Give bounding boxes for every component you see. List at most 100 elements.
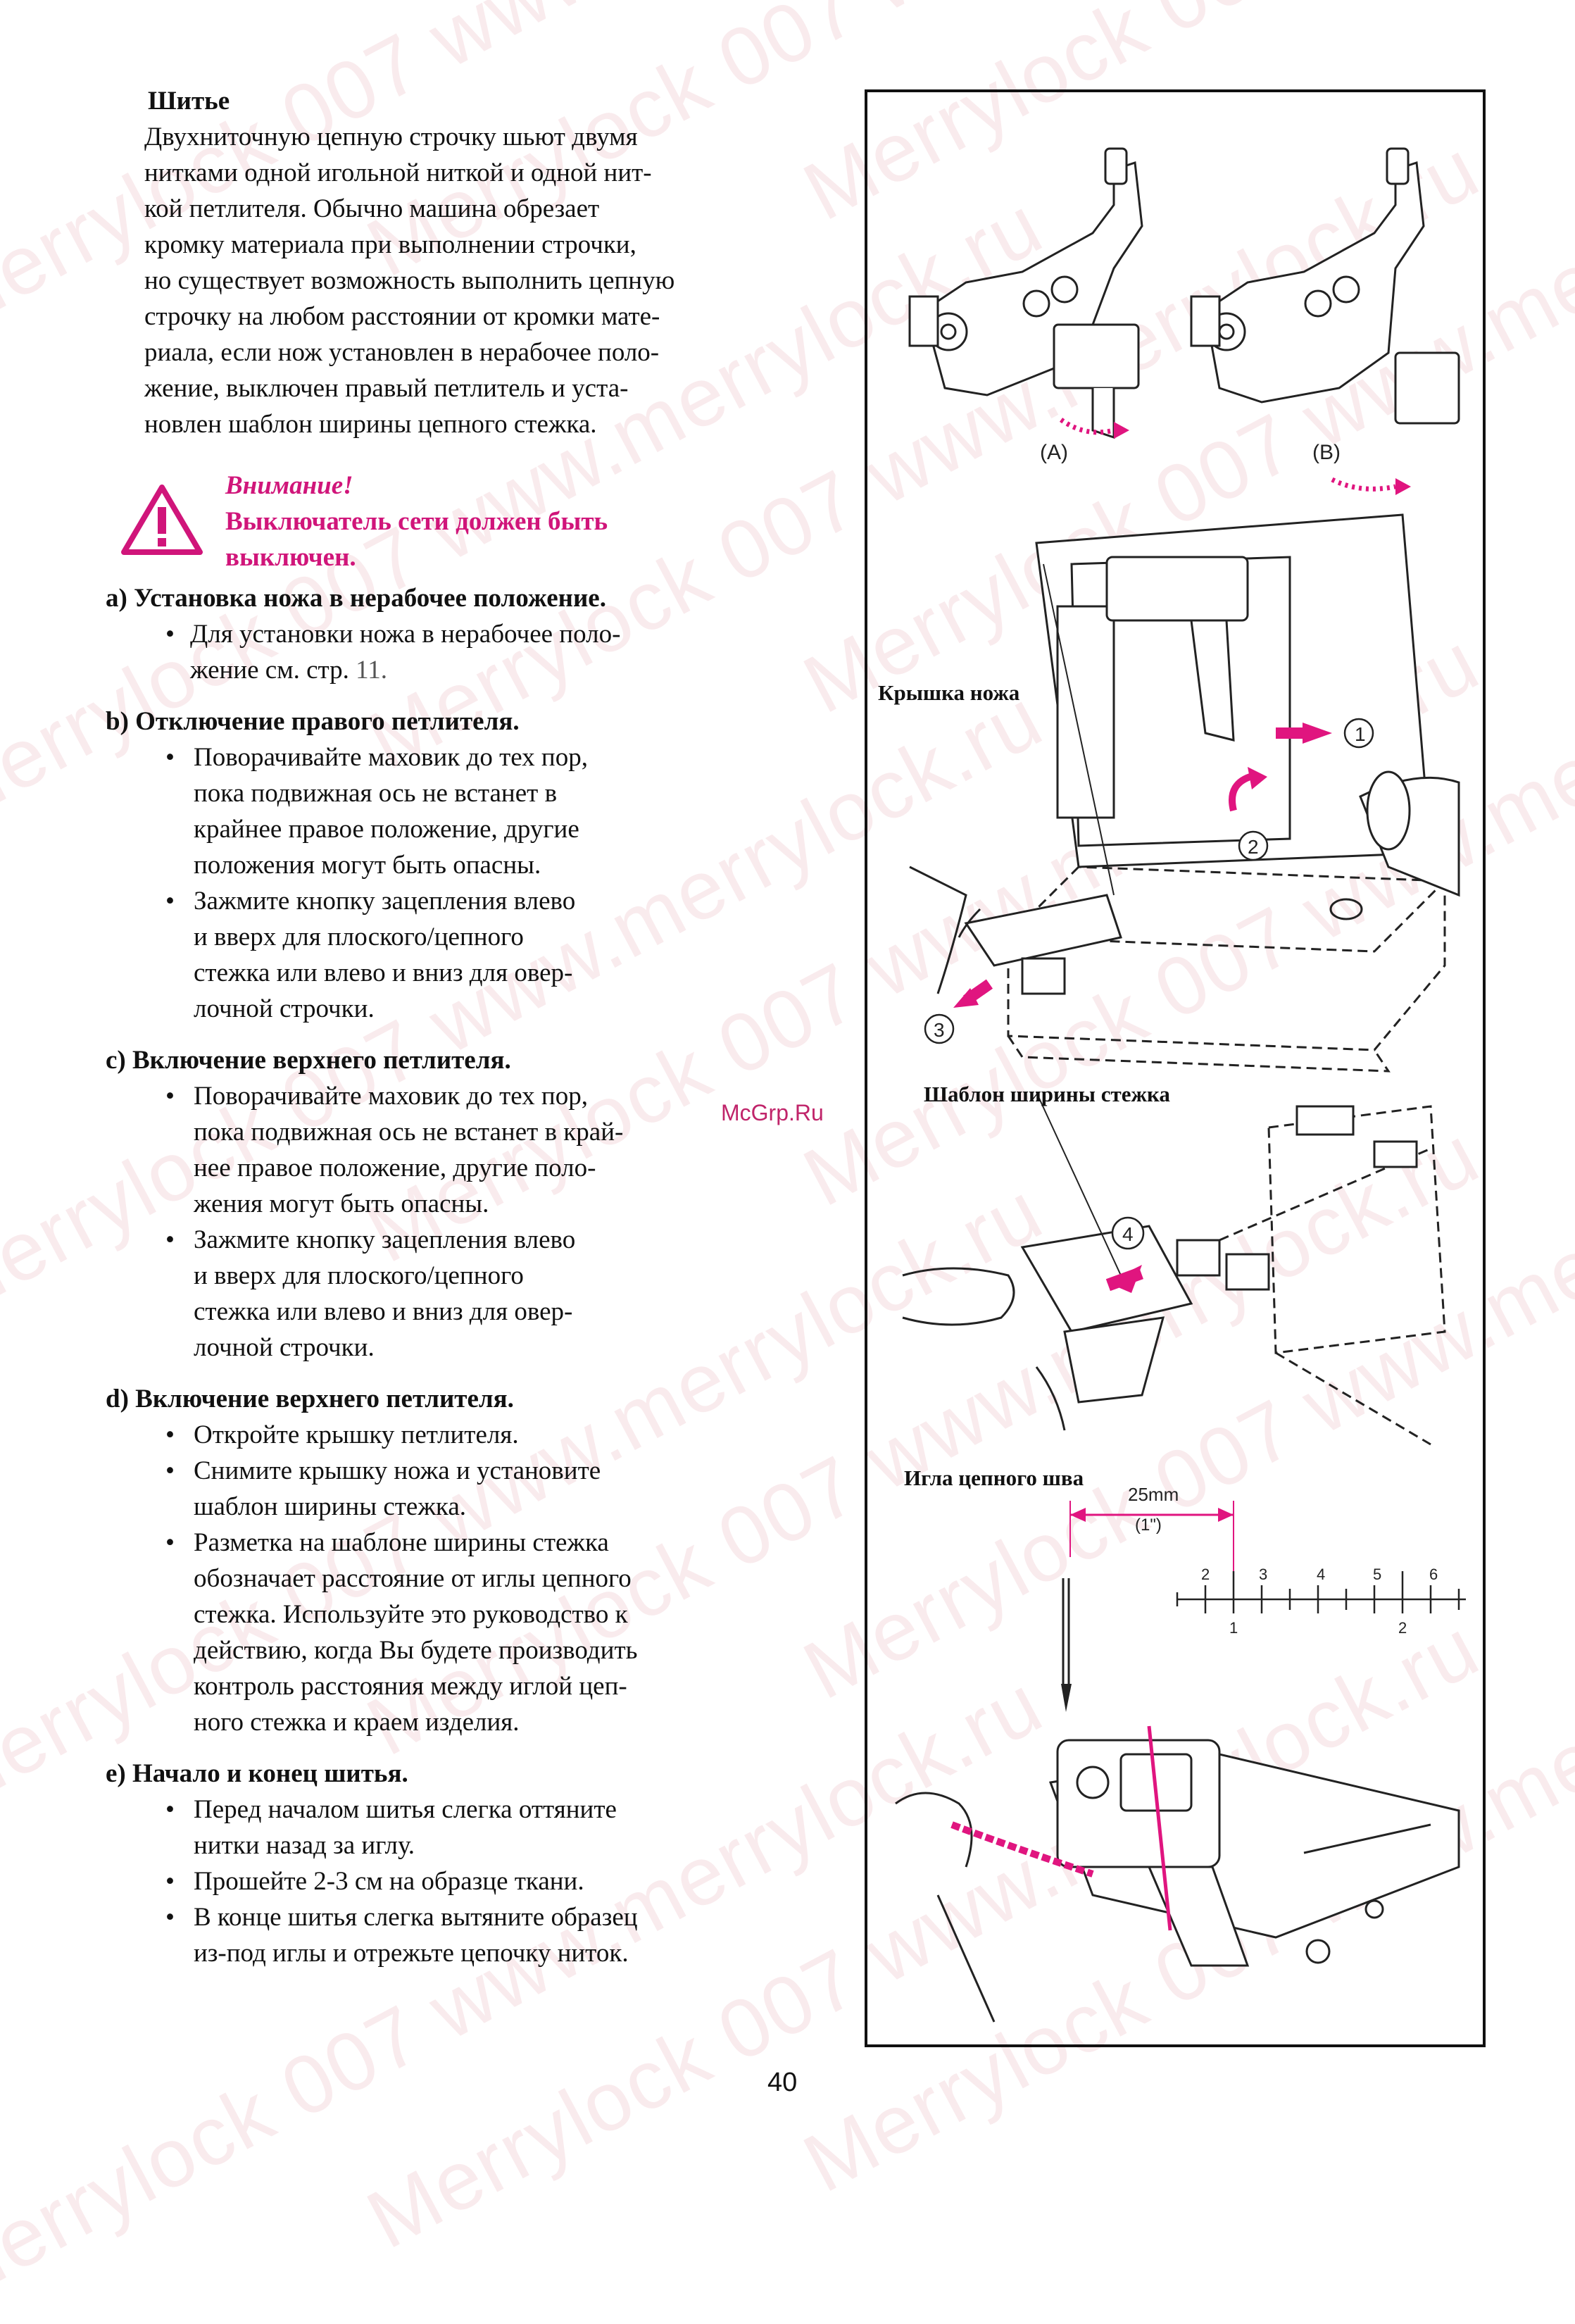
- warning-title: Внимание!: [225, 471, 353, 500]
- item-line: стежка или влево и вниз для овер-: [194, 1297, 573, 1326]
- warning-triangle-icon: [121, 485, 203, 555]
- item-line: шаблон ширины стежка.: [194, 1492, 467, 1521]
- list-item: Снимите крышку ножа и установите шаблон …: [106, 1453, 817, 1525]
- intro-line: риала, если нож установлен в нерабочее п…: [144, 338, 660, 367]
- item-line: Зажмите кнопку зацепления влево: [194, 1225, 576, 1254]
- item-line: пока подвижная ось не встанет в: [194, 779, 558, 808]
- item-line: Для установки ножа в нерабочее поло-: [190, 620, 621, 649]
- item-line: нитки назад за иглу.: [194, 1831, 415, 1860]
- template-caption: Шаблон ширины стежка: [924, 1082, 1170, 1106]
- looper-a-drawing: [908, 147, 1143, 439]
- item-line: лочной строчки.: [194, 1333, 375, 1362]
- list-item: Прошейте 2-3 см на образце ткани.: [106, 1863, 817, 1899]
- knife-cover-caption: Крышка ножа: [878, 680, 1020, 705]
- section-d: d) Включение верхнего петлителя. Откройт…: [106, 1381, 817, 1740]
- section-c: c) Включение верхнего петлителя. Поворач…: [106, 1042, 817, 1366]
- figure-label-a: (A): [1040, 441, 1068, 464]
- item-line: и вверх для плоского/цепного: [194, 923, 524, 951]
- intro-line: нитками одной игольной ниткой и одной ни…: [144, 158, 652, 187]
- item-line: Зажмите кнопку зацепления влево: [194, 887, 576, 916]
- list-item: Для установки ножа в нерабочее поло- жен…: [106, 616, 817, 688]
- template-figure: 4: [902, 1092, 1446, 1446]
- ruler-top-label: 6: [1429, 1566, 1438, 1583]
- item-line: пока подвижная ось не встанет в край-: [194, 1118, 624, 1147]
- needle-caption: Игла цепного шва: [904, 1466, 1084, 1490]
- step-number: 2: [1248, 836, 1259, 858]
- item-line: Разметка на шаблоне ширины стежка: [194, 1528, 609, 1557]
- text-column: Шитье Двухниточную цепную строчку шьют д…: [106, 83, 817, 1971]
- ruler-top-label: 2: [1201, 1566, 1210, 1583]
- item-line: крайнее правое положение, другие: [194, 815, 579, 844]
- item-line: обозначает расстояние от иглы цепного: [194, 1564, 632, 1593]
- intro-title: Шитье: [148, 87, 230, 115]
- needle-figure: 25mm (1") 2 3 4 5 6 1 2: [895, 1484, 1466, 2023]
- section-e: e) Начало и конец шитья. Перед началом ш…: [106, 1756, 817, 1971]
- ruler-top-label: 3: [1259, 1566, 1267, 1583]
- item-line: Прошейте 2-3 см на образце ткани.: [194, 1867, 584, 1896]
- section-heading: a) Установка ножа в нерабочее положение.: [106, 584, 606, 613]
- item-text: жение см. стр.: [190, 656, 349, 685]
- item-line: Поворачивайте маховик до тех пор,: [194, 1082, 588, 1111]
- dimension-mm: 25mm: [1128, 1484, 1179, 1505]
- intro-line: жение, выключен правый петлитель и уста-: [144, 374, 629, 403]
- warning-box: Внимание! Выключатель сети должен быть в…: [120, 468, 817, 573]
- step-number: 3: [934, 1019, 945, 1041]
- page-ref: 11.: [356, 656, 388, 685]
- section-a: a) Установка ножа в нерабочее положение.…: [106, 580, 817, 688]
- ruler-bottom-label: 2: [1398, 1619, 1407, 1637]
- item-line: стежка. Используйте это руководство к: [194, 1600, 628, 1629]
- intro-line: кой петлителя. Обычно машина обрезает: [144, 194, 600, 223]
- item-line: Снимите крышку ножа и установите: [194, 1456, 601, 1485]
- item-line: Поворачивайте маховик до тех пор,: [194, 743, 588, 772]
- intro-line: новлен шаблон ширины цепного стежка.: [144, 410, 597, 439]
- item-line: стежка или влево и вниз для овер-: [194, 958, 573, 987]
- list-item: Разметка на шаблоне ширины стежка обозна…: [106, 1525, 817, 1740]
- item-line: лочной строчки.: [194, 994, 375, 1023]
- item-line: положения могут быть опасны.: [194, 851, 541, 880]
- knife-cover-figure: 1 2 3: [909, 513, 1460, 1073]
- mcgrp-label: McGrp.Ru: [721, 1100, 824, 1125]
- item-line: Откройте крышку петлителя.: [194, 1420, 519, 1449]
- figure-label-b: (B): [1312, 441, 1341, 464]
- ruler: [1176, 1571, 1466, 1613]
- warning-line: выключен.: [225, 543, 356, 572]
- list-item: Откройте крышку петлителя.: [106, 1417, 817, 1453]
- intro-line: строчку на любом расстоянии от кромки ма…: [144, 302, 660, 331]
- step-number: 4: [1122, 1223, 1134, 1245]
- list-item: В конце шитья слегка вытяните образец из…: [106, 1899, 817, 1971]
- warning-line: Выключатель сети должен быть: [225, 507, 608, 536]
- section-b: b) Отключение правого петлителя. Поворач…: [106, 704, 817, 1027]
- ruler-top-label: 4: [1317, 1566, 1325, 1583]
- list-item: Поворачивайте маховик до тех пор, пока п…: [106, 739, 817, 883]
- dimension-inch: (1"): [1135, 1516, 1162, 1535]
- figure-frame: (A) (B): [865, 89, 1486, 2047]
- item-line: В конце шитья слегка вытяните образец: [194, 1903, 638, 1932]
- list-item: Перед началом шитья слегка оттяните нитк…: [106, 1792, 817, 1863]
- intro-line: но существует возможность выполнить цепн…: [144, 266, 675, 295]
- item-line: жения могут быть опасны.: [194, 1189, 489, 1218]
- item-line: ного стежка и краем изделия.: [194, 1708, 520, 1737]
- ruler-bottom-label: 1: [1229, 1619, 1238, 1637]
- looper-b-drawing: [1190, 147, 1460, 425]
- ruler-top-label: 5: [1373, 1566, 1381, 1583]
- looper-figure: [908, 147, 1460, 495]
- intro-line: кромку материала при выполнении строчки,: [144, 230, 636, 259]
- item-line: и вверх для плоского/цепного: [194, 1261, 524, 1290]
- step-number: 1: [1355, 723, 1366, 745]
- intro-paragraph: Двухниточную цепную строчку шьют двумя н…: [144, 119, 817, 442]
- list-item: Зажмите кнопку зацепления влево и вверх …: [106, 1222, 817, 1366]
- section-heading: b) Отключение правого петлителя.: [106, 707, 520, 736]
- item-line: контроль расстояния между иглой цеп-: [194, 1672, 627, 1701]
- section-heading: e) Начало и конец шитья.: [106, 1759, 408, 1788]
- item-line: нее правое положение, другие поло-: [194, 1154, 596, 1182]
- item-line: жение см. стр. 11.: [190, 652, 817, 688]
- section-heading: d) Включение верхнего петлителя.: [106, 1385, 514, 1413]
- item-line: Перед началом шитья слегка оттяните: [194, 1795, 617, 1824]
- intro-line: Двухниточную цепную строчку шьют двумя: [144, 123, 638, 151]
- list-item: Поворачивайте маховик до тех пор, пока п…: [106, 1078, 817, 1222]
- item-line: действию, когда Вы будете производить: [194, 1636, 638, 1665]
- item-line: из-под иглы и отрежьте цепочку ниток.: [194, 1939, 629, 1968]
- section-heading: c) Включение верхнего петлителя.: [106, 1046, 511, 1075]
- list-item: Зажмите кнопку зацепления влево и вверх …: [106, 883, 817, 1027]
- page-number: 40: [767, 2068, 798, 2097]
